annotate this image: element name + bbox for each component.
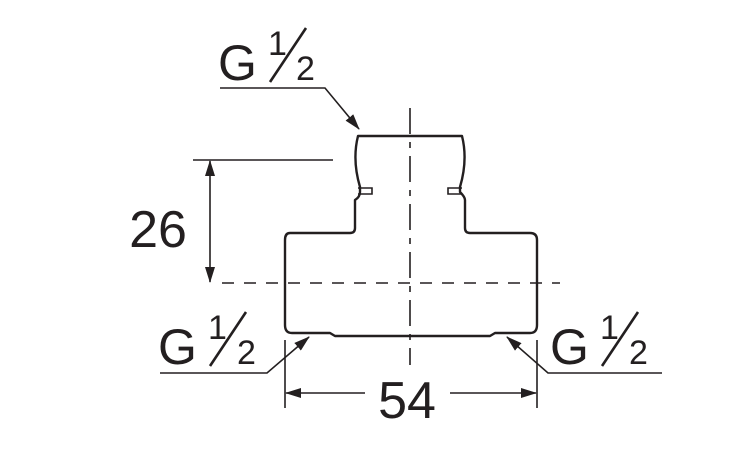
callout-top-numerator: 1 [268, 25, 287, 63]
width-dimension: 54 [284, 340, 538, 430]
callout-left-leader [160, 336, 310, 374]
callout-right-numerator: 1 [600, 309, 619, 347]
callout-right-fraction-slash [600, 311, 640, 367]
callout-left-numerator: 1 [208, 309, 227, 347]
width-dimension-label: 54 [378, 372, 436, 430]
callout-top-fraction-slash [268, 27, 308, 83]
callout-right-letter: G [550, 319, 589, 375]
callout-left-denominator: 2 [237, 334, 256, 372]
callout-left-letter: G [158, 319, 197, 375]
height-dimension: 26 [129, 159, 333, 283]
tee-outline [283, 134, 539, 338]
callout-left-fraction-slash [208, 311, 248, 367]
tee-body [283, 134, 539, 338]
callout-right-leader [506, 336, 662, 374]
groove-left [358, 187, 373, 195]
callout-top-denominator: 2 [296, 50, 315, 88]
callout-right: G 1 2 [506, 309, 662, 375]
callout-right-denominator: 2 [629, 334, 648, 372]
callout-top: G 1 2 [218, 25, 360, 130]
callout-left: G 1 2 [158, 309, 310, 375]
callout-top-letter: G [218, 35, 257, 91]
height-dimension-label: 26 [129, 201, 187, 259]
groove-right [447, 187, 462, 195]
callout-top-leader [220, 87, 360, 130]
